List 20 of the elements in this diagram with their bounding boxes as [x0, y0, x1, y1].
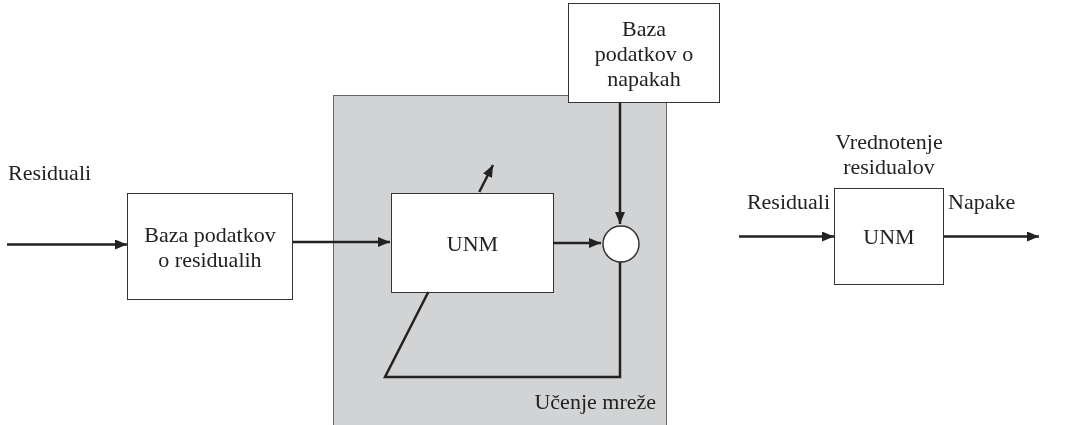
box-label: UNM	[446, 230, 499, 256]
process-box	[568, 3, 720, 103]
edge-label: Napake	[948, 188, 1016, 215]
box-label: Baza podatkov o napakah	[593, 15, 695, 91]
process-box	[391, 193, 554, 293]
box-heading: Vrednotenje residualov	[834, 129, 944, 179]
arrow	[7, 239, 127, 250]
group-panel	[333, 95, 667, 425]
arrow	[553, 238, 601, 248]
arrow	[293, 237, 390, 247]
box-label: Baza podatkov o residualih	[144, 221, 276, 272]
edge-label: Residuali	[746, 188, 830, 215]
edge-label: Residuali	[8, 159, 92, 186]
group-title: Učenje mreže	[534, 389, 656, 414]
arrow	[739, 231, 834, 242]
arrow	[944, 231, 1039, 242]
box-label: UNM	[863, 224, 915, 249]
process-box	[127, 193, 293, 300]
arrow	[615, 103, 625, 224]
summing-circle	[602, 225, 640, 263]
